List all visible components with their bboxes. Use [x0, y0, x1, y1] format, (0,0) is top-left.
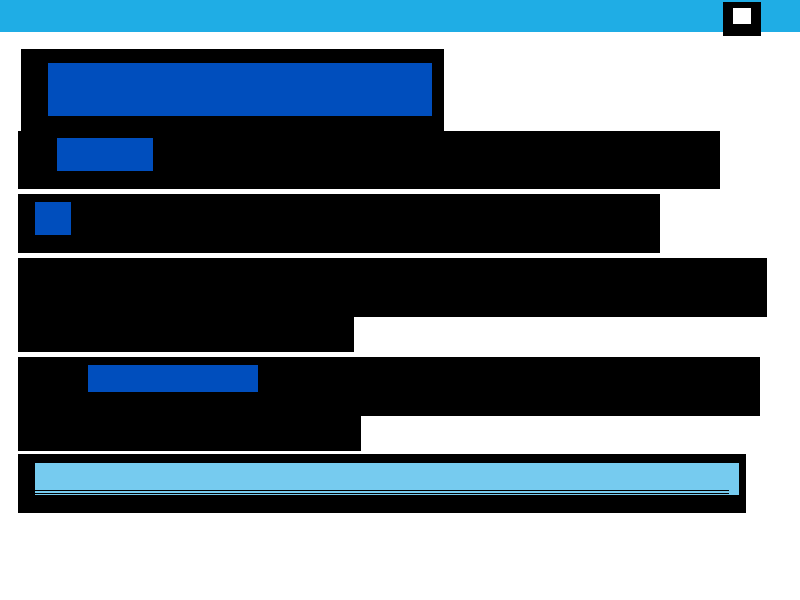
row-1-button[interactable]: [57, 138, 153, 171]
window-icon: [733, 8, 751, 24]
input-underline-2: [35, 493, 729, 494]
top-bar: [0, 0, 800, 32]
text-input[interactable]: [35, 463, 739, 495]
input-underline: [35, 490, 729, 491]
row-3-line-1: [18, 258, 767, 317]
window-button[interactable]: [723, 2, 761, 36]
row-2: [18, 194, 660, 253]
checkbox-icon[interactable]: [35, 202, 71, 235]
row-5: [18, 454, 746, 513]
row-1: [18, 131, 720, 189]
row-4-button[interactable]: [88, 365, 258, 392]
header-card: [21, 49, 444, 139]
heading-banner: [48, 63, 432, 116]
row-4-line-2: [18, 416, 361, 451]
row-4-line-1: [18, 357, 760, 416]
row-3-line-2: [18, 317, 354, 352]
